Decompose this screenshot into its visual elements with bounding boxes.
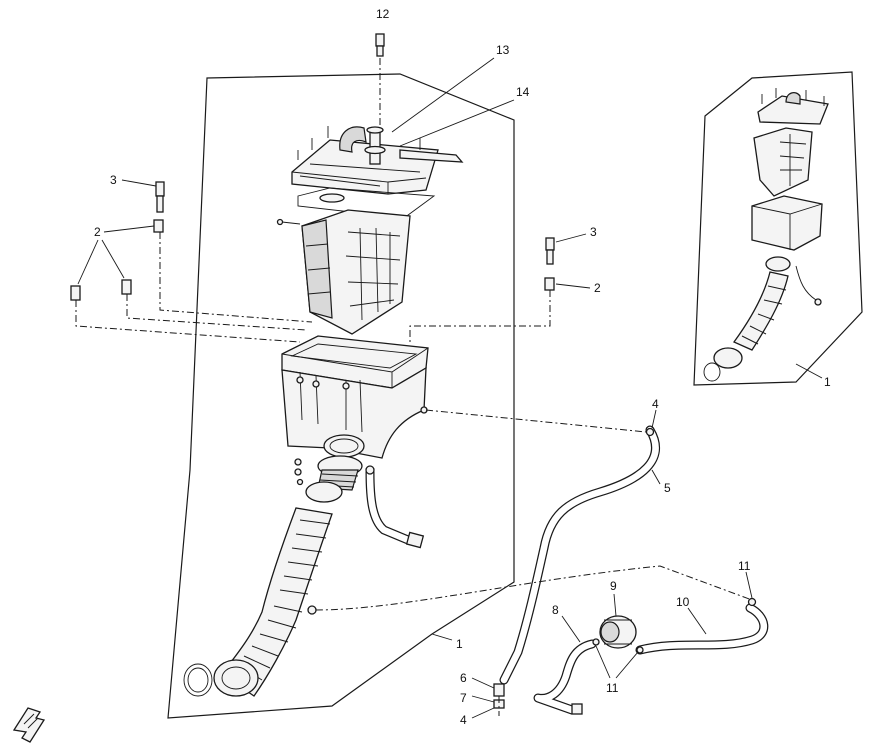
leader-7 [471, 695, 495, 703]
leader-10 [687, 607, 707, 635]
front-direction-arrow-icon [12, 707, 46, 743]
intake-duct [183, 455, 363, 697]
callout-3-right: 3 [590, 225, 597, 239]
leader-1a [431, 633, 453, 641]
callout-10: 10 [676, 595, 690, 609]
airbox-cover [291, 126, 464, 195]
callout-11-bottom: 11 [606, 681, 619, 695]
leader-11b-1 [595, 645, 611, 679]
callout-2-right: 2 [594, 281, 601, 295]
callout-7: 7 [460, 691, 467, 705]
leader-1b [795, 363, 823, 379]
callout-6: 6 [460, 671, 467, 685]
airbox-drain-hose [365, 465, 425, 549]
callout-4-top: 4 [652, 397, 659, 411]
leader-11b-2 [615, 651, 639, 679]
leader-2a-1 [103, 225, 155, 233]
callout-13: 13 [496, 43, 510, 57]
leader-3b [555, 233, 587, 243]
leader-14 [399, 99, 515, 147]
assembly-inset-outline [693, 71, 863, 386]
fastener-bolt-12 [375, 33, 385, 57]
hose-10 [635, 597, 769, 655]
airbox-body [281, 335, 429, 486]
assembly-line-left-2 [75, 300, 301, 343]
callout-8: 8 [552, 603, 559, 617]
fastener-bolt-3-right [545, 237, 555, 265]
callout-12: 12 [376, 7, 390, 21]
gasket-boss [319, 193, 345, 203]
leader-2a-2 [77, 239, 99, 285]
assembly-line-left-3 [126, 294, 307, 331]
callout-9: 9 [610, 579, 617, 593]
callout-3-left: 3 [110, 173, 117, 187]
air-filter-element [276, 209, 411, 335]
fastener-collar-2-right [544, 277, 555, 291]
assembly-line-vent [425, 409, 647, 433]
assembly-line-right [409, 290, 551, 344]
leader-13 [391, 57, 495, 133]
leader-8 [561, 615, 581, 643]
leader-5 [651, 469, 661, 485]
fastener-collar-2-left [70, 219, 164, 301]
callout-1-inset: 1 [824, 375, 831, 389]
valve-9 [592, 615, 644, 654]
leader-4a [651, 409, 657, 429]
inset-assembly [703, 88, 829, 382]
vent-hose-5 [493, 425, 660, 709]
cover-gasket [297, 187, 436, 219]
callout-5: 5 [664, 481, 671, 495]
callout-2-left: 2 [94, 225, 101, 239]
assembly-line-duct [315, 565, 753, 611]
fastener-bolt-3-left [155, 181, 165, 213]
leader-2a-3 [101, 239, 125, 279]
leader-3a [121, 179, 157, 187]
hose-8 [533, 639, 597, 715]
callout-14: 14 [516, 85, 530, 99]
callout-4-bottom: 4 [460, 713, 467, 727]
leader-9 [613, 593, 617, 617]
leader-6 [471, 677, 495, 689]
leader-4b [471, 707, 495, 719]
leader-11a [745, 571, 753, 599]
callout-11-right: 11 [738, 559, 751, 573]
callout-1-main: 1 [456, 637, 463, 651]
assembly-line-left-1 [159, 232, 313, 323]
leader-2b [555, 283, 591, 289]
